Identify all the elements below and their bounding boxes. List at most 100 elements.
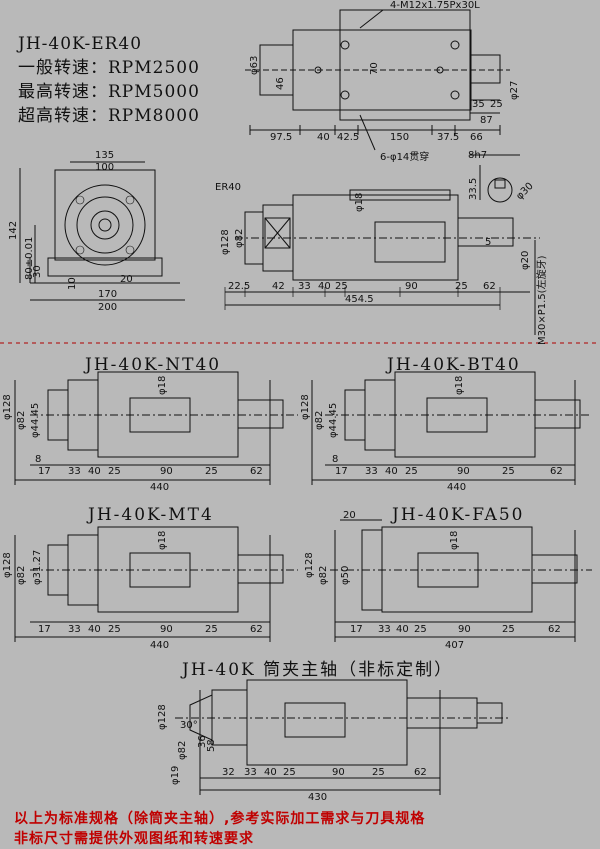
fa50-phi82: φ82 (318, 566, 329, 585)
dim-20: 20 (120, 274, 133, 285)
collet-title: JH-40K 筒夹主轴（非标定制） (182, 660, 454, 680)
bt40-17: 17 (335, 466, 348, 477)
mt4-62: 62 (250, 624, 263, 635)
nt40-90: 90 (160, 466, 173, 477)
nt40-phi18: φ18 (157, 376, 168, 395)
er40-side-view (224, 189, 540, 335)
er40-label: ER40 (215, 182, 241, 193)
nt40-33: 33 (68, 466, 81, 477)
fa50-90: 90 (458, 624, 471, 635)
bt40-drawing (311, 371, 592, 485)
fa50-17: 17 (350, 624, 363, 635)
er40-454-5: 454.5 (345, 294, 374, 305)
dim-37-5: 37.5 (437, 132, 459, 143)
er40-33: 33 (298, 281, 311, 292)
general-speed: 一般转速：RPM2500 (18, 58, 200, 78)
collet-33: 33 (244, 767, 257, 778)
dim-97-5: 97.5 (270, 132, 292, 143)
dim-5: 5 (485, 237, 491, 248)
fa50-62: 62 (548, 624, 561, 635)
collet-62: 62 (414, 767, 427, 778)
collet-30deg: 30° (180, 720, 198, 731)
nt40-phi82: φ82 (16, 411, 27, 430)
dim-42-5: 42.5 (337, 132, 359, 143)
dim-40: 40 (317, 132, 330, 143)
dim-66: 66 (470, 132, 483, 143)
fa50-25a: 25 (414, 624, 427, 635)
er40-25b: 25 (455, 281, 468, 292)
bt40-25b: 25 (502, 466, 515, 477)
collet-32: 32 (222, 767, 235, 778)
dim-phi20: φ20 (520, 251, 531, 270)
mt4-440: 440 (150, 640, 169, 651)
max-speed: 最高转速：RPM5000 (18, 82, 200, 102)
dim-phi30: φ30 (514, 181, 535, 202)
bt40-phi128: φ128 (300, 394, 311, 420)
fa50-phi128: φ128 (304, 552, 315, 578)
collet-40: 40 (264, 767, 277, 778)
fa50-20: 20 (343, 510, 356, 521)
fa50-25b: 25 (502, 624, 515, 635)
mt4-phi18: φ18 (157, 531, 168, 550)
er40-40: 40 (318, 281, 331, 292)
dim-thread: 4-M12x1.75Px30L (390, 0, 480, 11)
collet-spindle-drawing (175, 679, 510, 795)
mt4-title: JH-40K-MT4 (88, 505, 214, 525)
collet-phi82: φ82 (177, 741, 188, 760)
er40-phi82: φ82 (234, 229, 245, 248)
dim-phi63: φ63 (249, 56, 260, 75)
dim-70: 70 (369, 62, 380, 75)
collet-90: 90 (332, 767, 345, 778)
nt40-440: 440 (150, 482, 169, 493)
nt40-25a: 25 (108, 466, 121, 477)
fa50-drawing (330, 519, 592, 642)
dim-150: 150 (390, 132, 409, 143)
dim-m30: M30×P1.5(左旋牙) (535, 255, 548, 345)
bt40-440: 440 (447, 482, 466, 493)
fa50-40: 40 (396, 624, 409, 635)
bt40-phi18: φ18 (454, 376, 465, 395)
bt40-62: 62 (550, 466, 563, 477)
dim-142: 142 (8, 221, 19, 240)
dim-holes: 6-φ14贯穿 (380, 150, 429, 163)
mt4-25b: 25 (205, 624, 218, 635)
collet-phi128: φ128 (157, 704, 168, 730)
er40-25a: 25 (335, 281, 348, 292)
bt40-8: 8 (332, 454, 338, 465)
bt40-title: JH-40K-BT40 (387, 355, 521, 375)
nt40-17: 17 (38, 466, 51, 477)
dim-phi27: φ27 (509, 81, 520, 100)
collet-25b: 25 (372, 767, 385, 778)
er40-42: 42 (272, 281, 285, 292)
nt40-8: 8 (35, 454, 41, 465)
bt40-25a: 25 (405, 466, 418, 477)
end-view (19, 161, 185, 301)
footer-line-1: 以上为标准规格（除筒夹主轴）,参考实际加工需求与刀具规格 (14, 811, 426, 827)
fa50-phi50: φ50 (340, 566, 351, 585)
dim-46: 46 (275, 77, 286, 90)
mt4-90: 90 (160, 624, 173, 635)
bt40-phi44: φ44.45 (328, 403, 339, 438)
er40-62: 62 (483, 281, 496, 292)
mt4-drawing (14, 526, 298, 642)
mt4-phi128: φ128 (2, 552, 13, 578)
footer-line-2: 非标尺寸需提供外观图纸和转速要求 (14, 831, 254, 847)
mt4-17: 17 (38, 624, 51, 635)
mt4-25a: 25 (108, 624, 121, 635)
bt40-40: 40 (385, 466, 398, 477)
key-section (470, 154, 520, 203)
mt4-33: 33 (68, 624, 81, 635)
er40-22-5: 22.5 (228, 281, 250, 292)
nt40-phi44: φ44.45 (30, 403, 41, 438)
top-view (245, 9, 510, 151)
dim-135: 135 (95, 150, 114, 161)
nt40-phi128: φ128 (2, 394, 13, 420)
dim-80: 80±0.01 (24, 237, 35, 280)
dim-35: 35 (472, 99, 485, 110)
er40-phi18: φ18 (354, 193, 365, 212)
nt40-62: 62 (250, 466, 263, 477)
mt4-40: 40 (88, 624, 101, 635)
dim-33-5: 33.5 (468, 178, 479, 200)
